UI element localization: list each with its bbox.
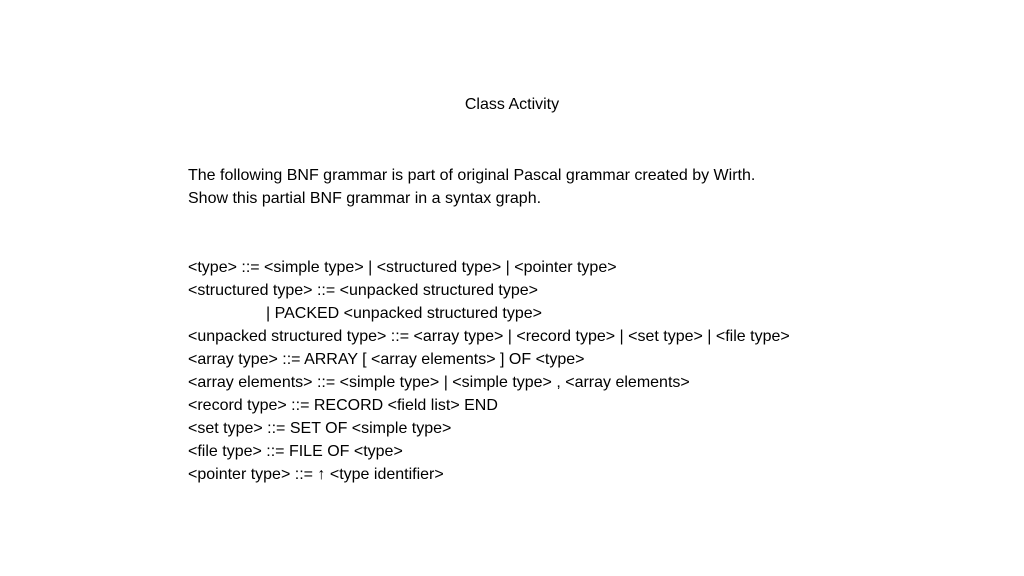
- intro-line-2: Show this partial BNF grammar in a synta…: [188, 190, 542, 207]
- intro-line-1: The following BNF grammar is part of ori…: [188, 167, 756, 184]
- grammar-rule-type: <type> ::= <simple type> | <structured t…: [188, 259, 617, 276]
- grammar-rule-file-type: <file type> ::= FILE OF <type>: [188, 443, 403, 460]
- grammar-rule-array-elements: <array elements> ::= <simple type> | <si…: [188, 374, 690, 391]
- slide-title: Class Activity: [464, 96, 560, 113]
- grammar-rule-array-type: <array type> ::= ARRAY [ <array elements…: [188, 351, 585, 368]
- grammar-rule-structured-type-alt: | PACKED <unpacked structured type>: [266, 305, 543, 322]
- grammar-rule-set-type: <set type> ::= SET OF <simple type>: [188, 420, 452, 437]
- bnf-grammar: <type> ::= <simple type> | <structured t…: [188, 256, 790, 486]
- grammar-rule-record-type: <record type> ::= RECORD <field list> EN…: [188, 397, 498, 414]
- grammar-rule-unpacked-structured-type: <unpacked structured type> ::= <array ty…: [188, 328, 790, 345]
- grammar-rule-pointer-type: <pointer type> ::= ↑ <type identifier>: [188, 466, 444, 483]
- grammar-rule-structured-type: <structured type> ::= <unpacked structur…: [188, 282, 538, 299]
- intro-text: The following BNF grammar is part of ori…: [188, 164, 755, 210]
